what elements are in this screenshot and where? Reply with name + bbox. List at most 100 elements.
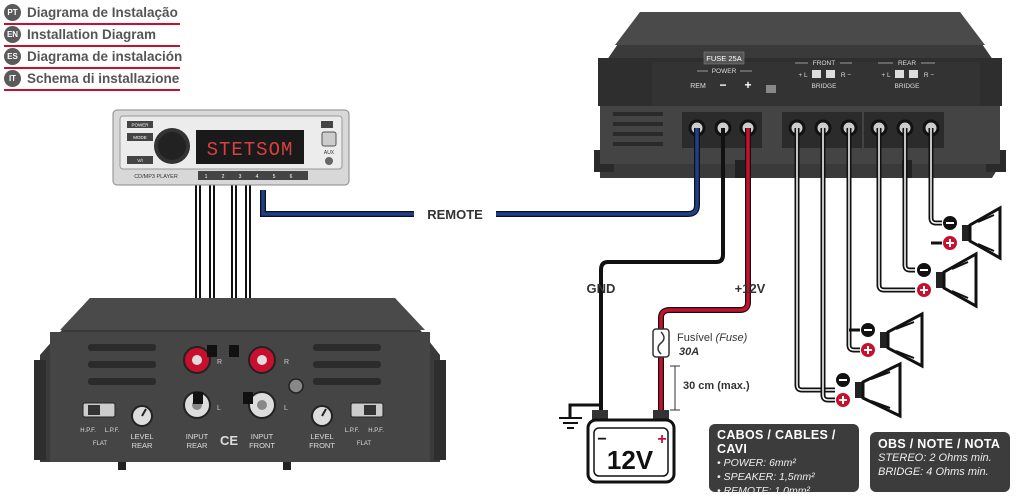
preset-button[interactable]: 3 [239, 174, 242, 180]
obs-item: STEREO: 2 Ohms min. [878, 452, 992, 464]
divider [4, 89, 180, 91]
head-unit: POWER MODE V/I STETSOM AUX CD/MP3 PLAYER… [112, 109, 350, 186]
amp-front-bridge: BRIDGE [812, 83, 838, 90]
amp-power-label: POWER [712, 68, 737, 75]
obs-title: OBS / NOTE / NOTA [878, 437, 1001, 451]
aux-jack[interactable] [325, 157, 333, 165]
wires [195, 128, 942, 418]
battery-plus: + [657, 431, 666, 448]
rca-l-label: L [284, 405, 288, 412]
input-rear-label-1: INPUT [186, 432, 209, 441]
rca-jacks [183, 346, 276, 419]
battery: 12V − + [586, 410, 676, 484]
lpf-label: L.P.F. [105, 428, 120, 434]
speaker-front-left [836, 361, 902, 419]
lang-row-en: EN Installation Diagram [4, 26, 156, 43]
amp-rem-label: REM [690, 83, 706, 90]
positive-label: +12V [735, 281, 766, 296]
led-indicator [288, 378, 304, 394]
preset-button[interactable]: 1 [205, 174, 208, 180]
lang-badge: ES [4, 48, 21, 65]
amp-rear-l: + L [881, 72, 891, 79]
amplifier: FUSE 25A POWER REM − + FRONT + L R − BRI… [594, 12, 1006, 178]
cables-item: • SPEAKER: 1,5mm² [717, 471, 815, 483]
amp-fins [613, 112, 663, 146]
divider [4, 67, 180, 69]
lpf-label: L.P.F. [345, 428, 360, 434]
cables-item: • REMOTE: 1,0mm² [717, 485, 810, 497]
lang-row-es: ES Diagrama de instalación [4, 48, 182, 65]
lang-badge: PT [4, 4, 21, 21]
cables-item: • POWER: 6mm² [717, 457, 796, 469]
amplifier-front: R R L L H.P.F. L.P.F. FLAT L.P.F. H.P.F.… [34, 298, 446, 470]
fuse-label: Fusível (Fuse) [677, 332, 748, 344]
preset-button[interactable]: 4 [256, 174, 259, 180]
amp-minus-label: − [719, 78, 726, 92]
lang-row-it: IT Schema di installazione [4, 70, 179, 87]
headunit-vi-button[interactable]: V/I [137, 158, 143, 163]
amp-front-fins [88, 344, 381, 385]
speakers [836, 205, 1002, 419]
battery-minus: − [597, 431, 606, 448]
preset-button[interactable]: 2 [222, 174, 225, 180]
amp-front-l: + L [798, 72, 808, 79]
amp-plus-label: + [744, 78, 751, 92]
amp-front-label: FRONT [813, 60, 835, 67]
preset-button[interactable]: 5 [273, 174, 276, 180]
headunit-display-text: STETSOM [207, 139, 294, 161]
level-front-label-1: LEVEL [310, 432, 333, 441]
level-rear-label-2: REAR [132, 441, 153, 450]
flat-label: FLAT [93, 441, 108, 447]
preset-buttons: 1 2 3 4 5 6 [205, 174, 293, 180]
input-front-label-2: FRONT [249, 441, 275, 450]
rca-plugs [193, 345, 253, 404]
headunit-mode-button[interactable]: MODE [133, 135, 147, 140]
lang-label: Schema di installazione [27, 71, 180, 86]
input-rear-label-2: REAR [187, 441, 208, 450]
lang-label: Diagrama de Instalação [27, 5, 178, 20]
flat-label: FLAT [357, 441, 372, 447]
fuse [652, 328, 670, 358]
preset-button[interactable]: 6 [290, 174, 293, 180]
lang-badge: EN [4, 26, 21, 43]
ground-icon [559, 417, 582, 429]
lang-row-pt: PT Diagrama de Instalação [4, 4, 178, 21]
speaker-front-right [849, 311, 924, 369]
amp-front-r: R − [841, 72, 852, 79]
aux-label: AUX [324, 150, 335, 156]
amp-rear-r: R − [924, 72, 935, 79]
amp-fuse-label: FUSE 25A [706, 54, 741, 63]
obs-box: OBS / NOTE / NOTA STEREO: 2 Ohms min. BR… [870, 432, 1010, 492]
rca-l-label: L [217, 405, 221, 412]
speaker-rear-right [931, 205, 1002, 261]
distance-label: 30 cm (max.) [683, 380, 750, 392]
level-front-label-2: FRONT [309, 441, 335, 450]
amp-rear-label: REAR [898, 60, 916, 67]
hpf-label: H.P.F. [80, 428, 96, 434]
level-rear-label-1: LEVEL [130, 432, 153, 441]
fuse-rating: 30A [679, 346, 699, 358]
cables-title: CABOS / CABLES / CAVI [717, 428, 836, 456]
headunit-model: CD/MP3 PLAYER [134, 174, 178, 180]
lang-label: Installation Diagram [27, 27, 157, 42]
rca-r-label: R [284, 359, 289, 366]
battery-label: 12V [607, 445, 654, 475]
amp-rear-bridge: BRIDGE [895, 83, 921, 90]
rca-r-label: R [217, 359, 222, 366]
remote-label: REMOTE [427, 207, 483, 222]
speaker-rear-left [917, 251, 978, 309]
usb-icon [321, 131, 337, 147]
gnd-label: GND [587, 281, 616, 296]
divider [4, 23, 180, 25]
divider [4, 45, 180, 47]
headunit-display [196, 130, 304, 164]
input-front-label-1: INPUT [251, 432, 274, 441]
cables-box: CABOS / CABLES / CAVI • POWER: 6mm² • SP… [709, 424, 859, 497]
obs-item: BRIDGE: 4 Ohms min. [878, 466, 989, 478]
ce-mark: CE [220, 433, 238, 448]
lang-badge: IT [4, 70, 21, 87]
lang-label: Diagrama de instalación [27, 49, 183, 64]
headunit-power-button[interactable]: POWER [131, 123, 149, 128]
hpf-label: H.P.F. [368, 428, 384, 434]
